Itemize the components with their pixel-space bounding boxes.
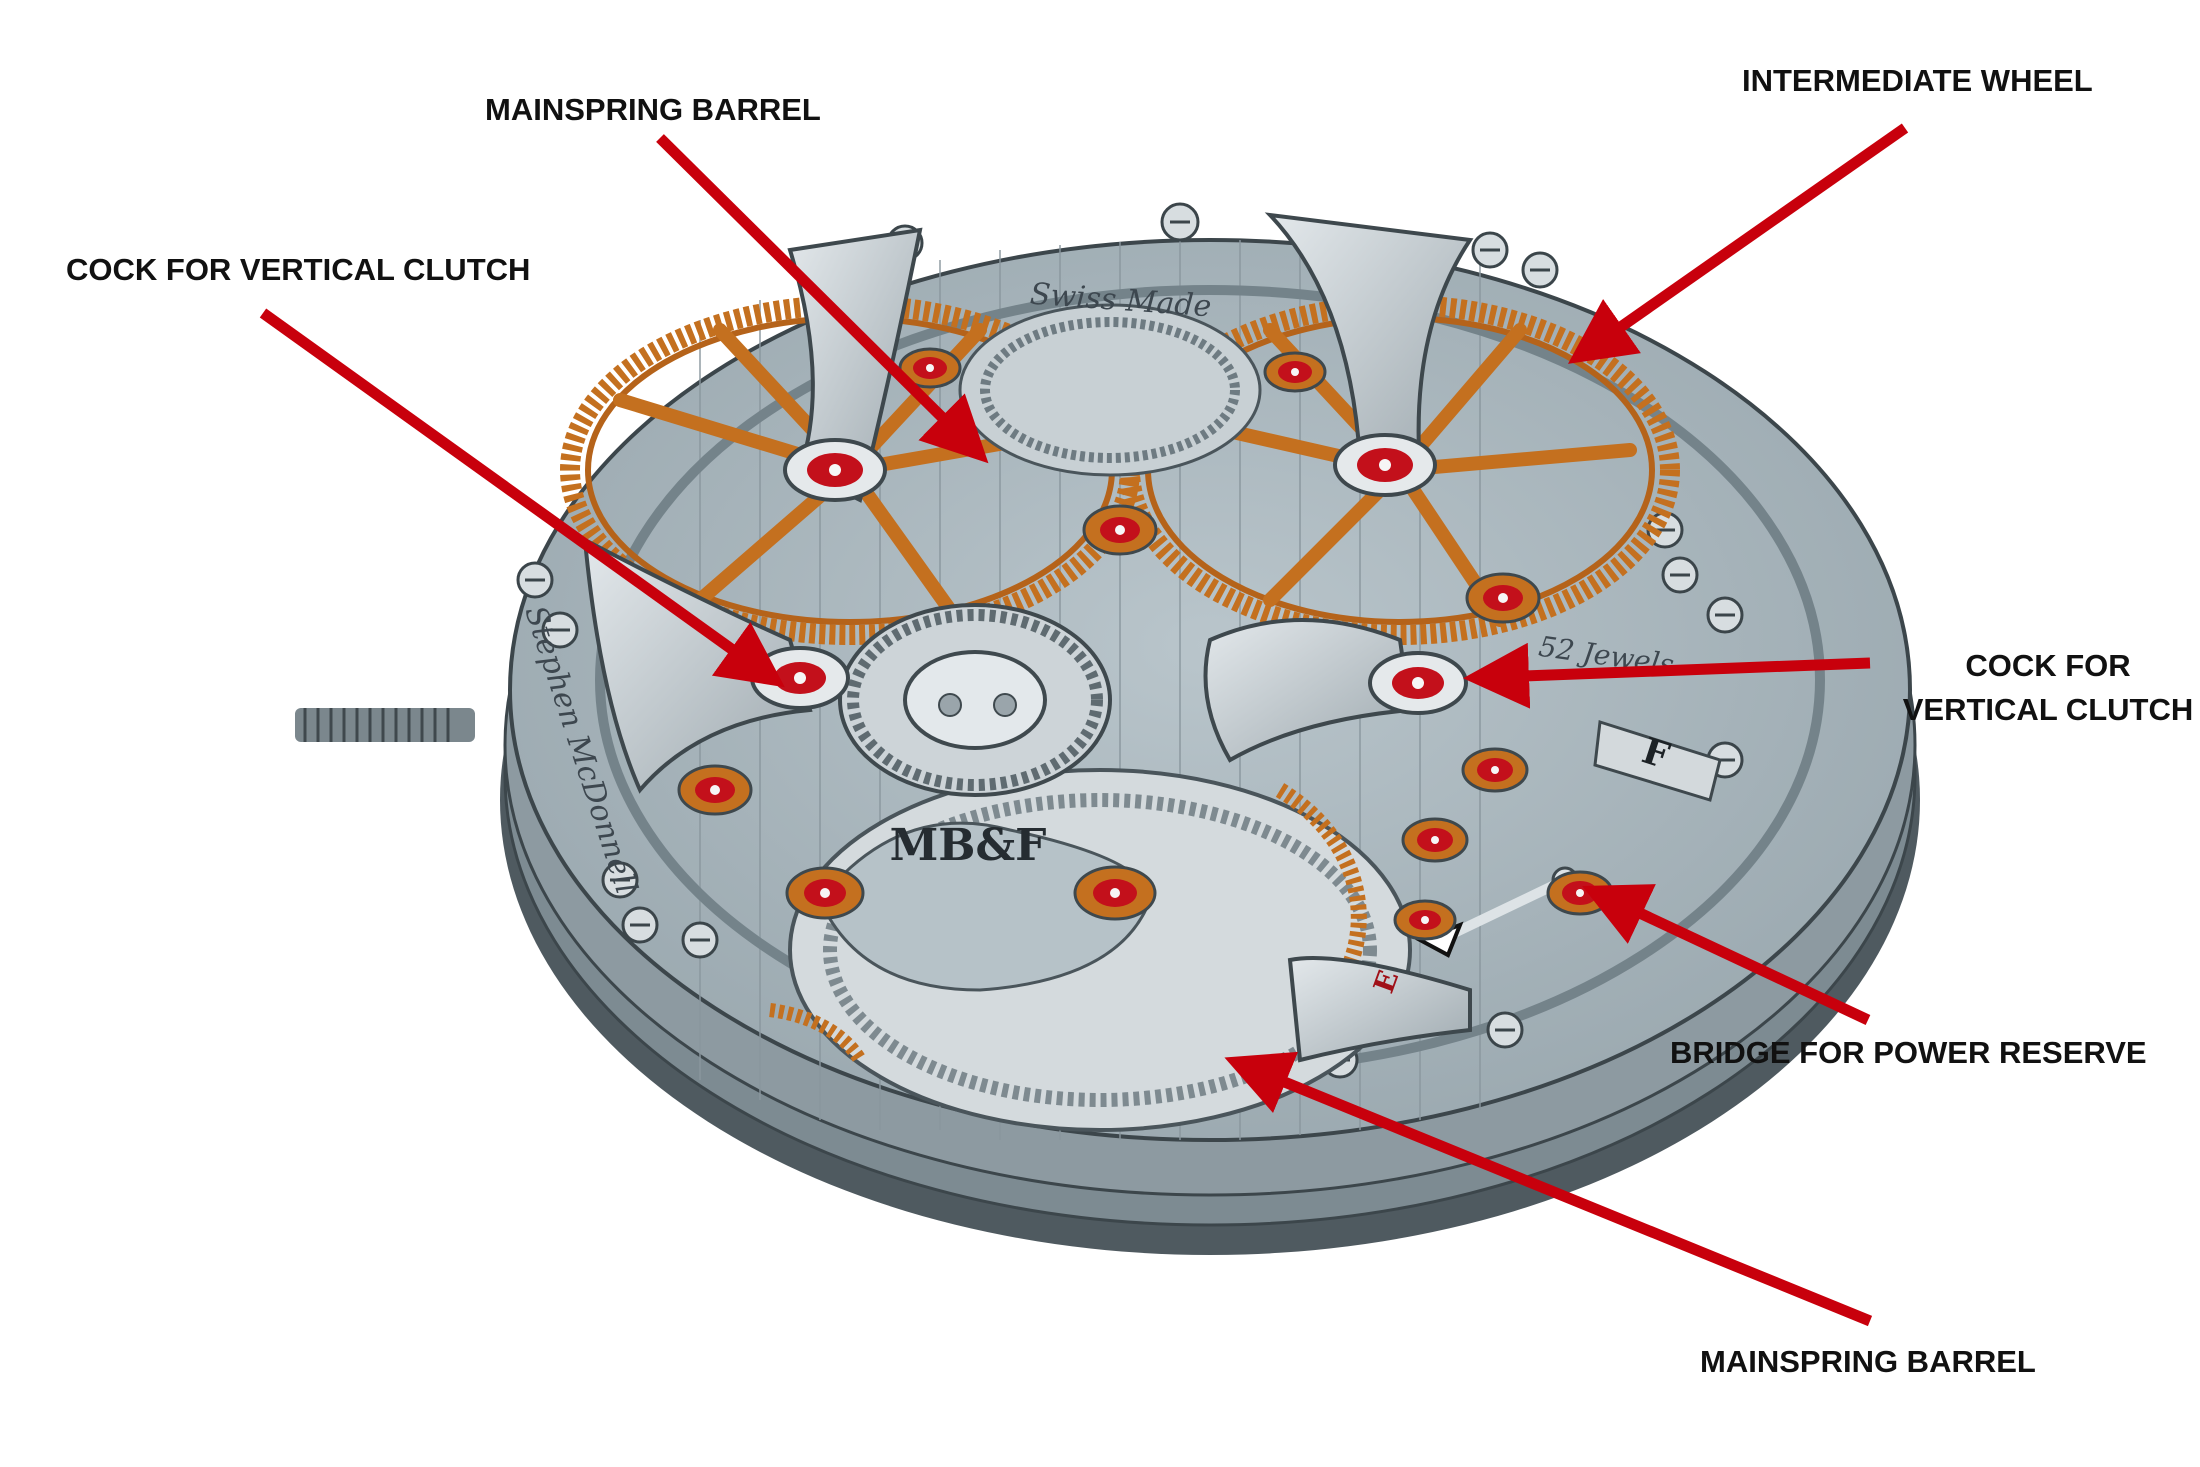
annotation-arrows (259, 123, 1909, 1327)
right-clutch-cock (1203, 618, 1413, 763)
label-cock-vertical-clutch-right-line2: VERTICAL CLUTCH (1903, 692, 2193, 727)
crown-stem (295, 708, 475, 742)
ratchet-wheel (838, 603, 1112, 797)
label-bridge-power-reserve: BRIDGE FOR POWER RESERVE (1670, 1035, 2147, 1070)
watch-movement: Swiss Made Stephen McDonnell 52 Jewels M… (295, 202, 1920, 1255)
annotation-labels: MAINSPRING BARREL INTERMEDIATE WHEEL COC… (66, 63, 2193, 1379)
arrow-cock-vertical-clutch-right (1463, 642, 1871, 709)
brand-logo: MB&F (890, 820, 1047, 871)
arrow-mainspring-barrel-bottom (1224, 1051, 1873, 1327)
label-cock-vertical-clutch-right-line1: COCK FOR (1965, 648, 2130, 683)
arrow-mainspring-barrel-top (656, 134, 989, 464)
left-clutch-cock (582, 536, 813, 794)
arrow-cock-vertical-clutch-left (259, 308, 785, 688)
arrow-intermediate-wheel (1567, 123, 1909, 364)
label-mainspring-barrel-top: MAINSPRING BARREL (485, 92, 821, 127)
label-cock-vertical-clutch-left: COCK FOR VERTICAL CLUTCH (66, 252, 530, 287)
arrow-bridge-power-reserve (1582, 884, 1871, 1025)
label-mainspring-barrel-bottom: MAINSPRING BARREL (1700, 1344, 2036, 1379)
jewels (677, 347, 1614, 941)
label-intermediate-wheel: INTERMEDIATE WHEEL (1742, 63, 2093, 98)
power-reserve-bridge (1287, 956, 1472, 1063)
